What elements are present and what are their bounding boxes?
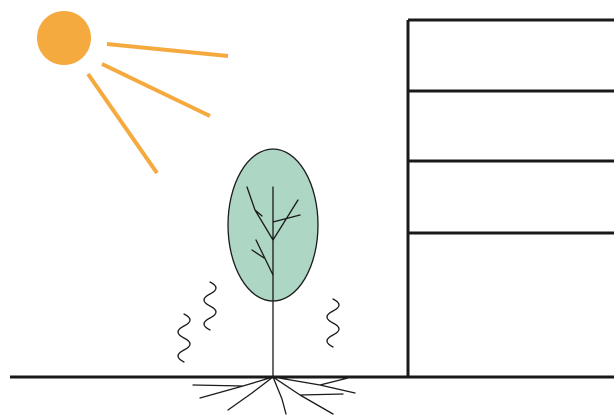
sun-disc: [37, 11, 91, 65]
heat-wave-icon: [177, 281, 340, 363]
heat-wave-middle: [203, 281, 217, 331]
heat-wave-left: [177, 313, 191, 363]
sun-ray-bottom: [86, 72, 159, 175]
heat-wave-right: [326, 298, 340, 348]
tree-icon: [227, 148, 319, 378]
sun-icon: [37, 11, 229, 175]
sun-ray-middle: [101, 62, 211, 118]
root-lines: [192, 376, 356, 415]
sun-ray-top: [106, 42, 229, 58]
tree-branches: [246, 186, 301, 276]
roots-icon: [192, 376, 356, 415]
building-icon: [406, 18, 614, 377]
